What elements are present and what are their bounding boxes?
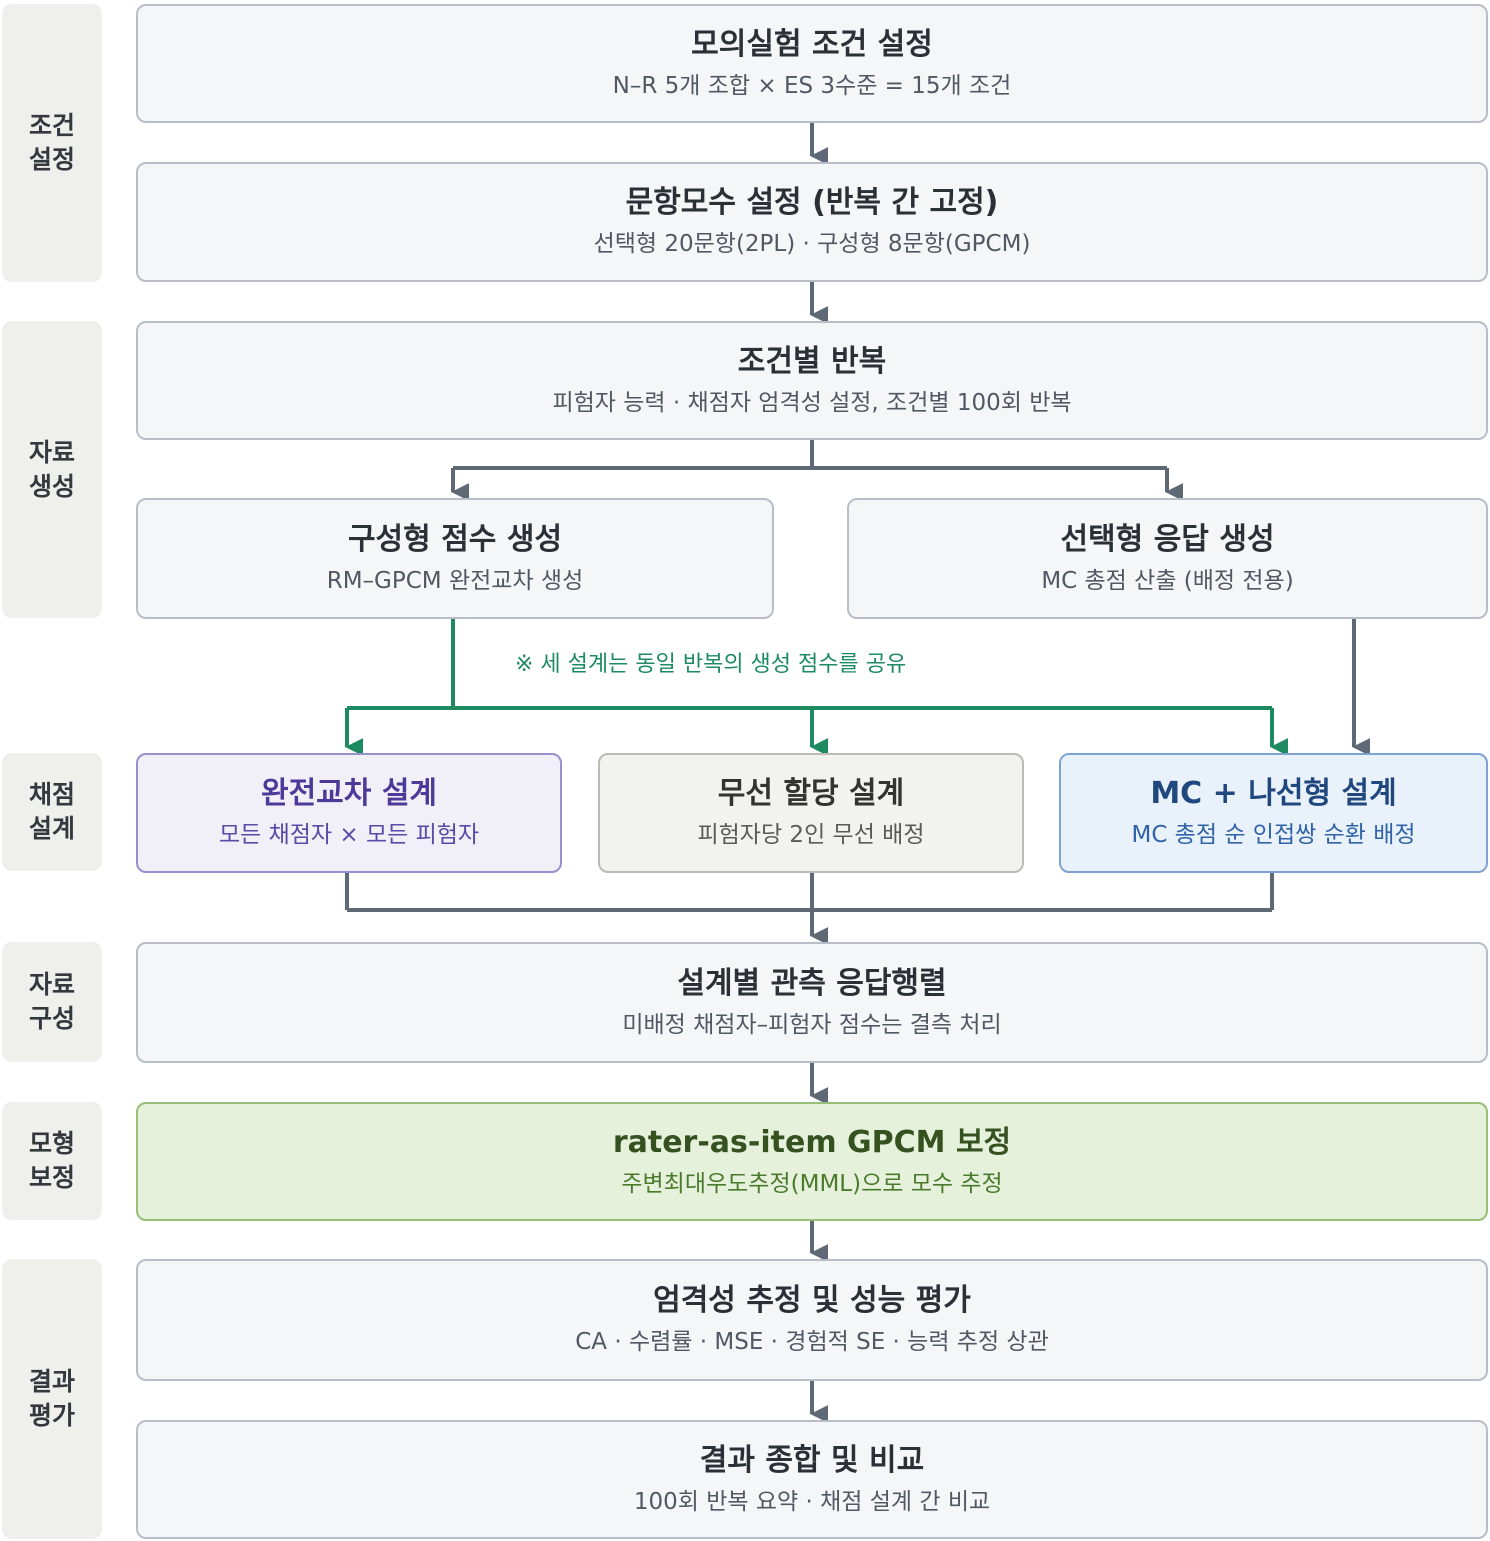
step-subtitle: 피험자 능력 · 채점자 엄격성 설정, 조건별 100회 반복	[552, 389, 1072, 416]
step-subtitle: N–R 5개 조합 × ES 3수준 = 15개 조건	[612, 72, 1012, 99]
step-subtitle: 100회 반복 요약 · 채점 설계 간 비교	[633, 1488, 991, 1515]
step-mc-spiral-design: MC + 나선형 설계 MC 총점 순 인접쌍 순환 배정	[1059, 753, 1488, 873]
step-title: 구성형 점수 생성	[347, 521, 563, 557]
phase-rating-design: 채점 설계	[2, 753, 102, 871]
step-observed-response-matrix: 설계별 관측 응답행렬 미배정 채점자–피험자 점수는 결측 처리	[136, 942, 1488, 1063]
phase-label-line2: 구성	[28, 1004, 75, 1033]
phase-label-line1: 모형	[28, 1129, 75, 1158]
step-title: 엄격성 추정 및 성능 평가	[653, 1283, 971, 1318]
step-condition-setup: 모의실험 조건 설정 N–R 5개 조합 × ES 3수준 = 15개 조건	[136, 4, 1488, 123]
step-subtitle: MC 총점 산출 (배정 전용)	[1041, 567, 1294, 594]
phase-label-line2: 생성	[28, 471, 75, 501]
step-title: 설계별 관측 응답행렬	[677, 965, 947, 1001]
step-result-summary: 결과 종합 및 비교 100회 반복 요약 · 채점 설계 간 비교	[136, 1420, 1488, 1539]
step-title: 조건별 반복	[737, 343, 887, 379]
step-subtitle: RM–GPCM 완전교차 생성	[326, 567, 584, 594]
step-cr-score-generation: 구성형 점수 생성 RM–GPCM 완전교차 생성	[136, 498, 774, 619]
phase-model-calibration: 모형 보정	[2, 1102, 102, 1220]
phase-condition-setup: 조건 설정	[2, 4, 102, 282]
step-title: 모의실험 조건 설정	[691, 26, 933, 62]
step-subtitle: CA · 수렴률 · MSE · 경험적 SE · 능력 추정 상관	[575, 1329, 1049, 1355]
phase-result-evaluation: 결과 평가	[2, 1259, 102, 1539]
phase-label-line1: 자료	[28, 970, 75, 999]
step-mc-response-generation: 선택형 응답 생성 MC 총점 산출 (배정 전용)	[847, 498, 1488, 619]
step-subtitle: 피험자당 2인 무선 배정	[697, 822, 925, 848]
step-subtitle: 미배정 채점자–피험자 점수는 결측 처리	[622, 1011, 1002, 1038]
step-performance-evaluation: 엄격성 추정 및 성능 평가 CA · 수렴률 · MSE · 경험적 SE ·…	[136, 1259, 1488, 1381]
phase-data-construction: 자료 구성	[2, 942, 102, 1062]
step-item-parameters: 문항모수 설정 (반복 간 고정) 선택형 20문항(2PL) · 구성형 8문…	[136, 162, 1488, 282]
step-full-cross-design: 완전교차 설계 모든 채점자 × 모든 피험자	[136, 753, 562, 873]
phase-label-line2: 설계	[28, 814, 75, 843]
step-gpcm-calibration: rater-as-item GPCM 보정 주변최대우도추정(MML)으로 모수…	[136, 1102, 1488, 1221]
step-random-assignment-design: 무선 할당 설계 피험자당 2인 무선 배정	[598, 753, 1024, 873]
step-title: 무선 할당 설계	[717, 776, 905, 811]
phase-label-line1: 조건	[28, 111, 75, 140]
step-title: 문항모수 설정 (반복 간 고정)	[625, 185, 999, 220]
phase-label-line1: 자료	[28, 437, 75, 467]
step-title: 완전교차 설계	[260, 776, 438, 811]
phase-label-line2: 보정	[28, 1163, 75, 1192]
step-replication: 조건별 반복 피험자 능력 · 채점자 엄격성 설정, 조건별 100회 반복	[136, 321, 1488, 440]
phase-label-line2: 설정	[28, 145, 75, 174]
step-title: MC + 나선형 설계	[1150, 776, 1397, 811]
step-subtitle: MC 총점 순 인접쌍 순환 배정	[1131, 822, 1416, 848]
phase-label-line2: 평가	[28, 1401, 75, 1430]
step-subtitle: 선택형 20문항(2PL) · 구성형 8문항(GPCM)	[593, 231, 1031, 257]
phase-label-line1: 결과	[28, 1367, 75, 1396]
step-subtitle: 모든 채점자 × 모든 피험자	[218, 822, 480, 848]
shared-score-note: ※ 세 설계는 동일 반복의 생성 점수를 공유	[515, 652, 907, 677]
step-title: 선택형 응답 생성	[1060, 521, 1275, 557]
step-subtitle: 주변최대우도추정(MML)으로 모수 추정	[621, 1170, 1003, 1197]
step-title: 결과 종합 및 비교	[699, 1442, 925, 1478]
phase-data-generation: 자료 생성	[2, 321, 102, 618]
phase-label-line1: 채점	[28, 780, 75, 809]
step-title: rater-as-item GPCM 보정	[612, 1124, 1012, 1160]
